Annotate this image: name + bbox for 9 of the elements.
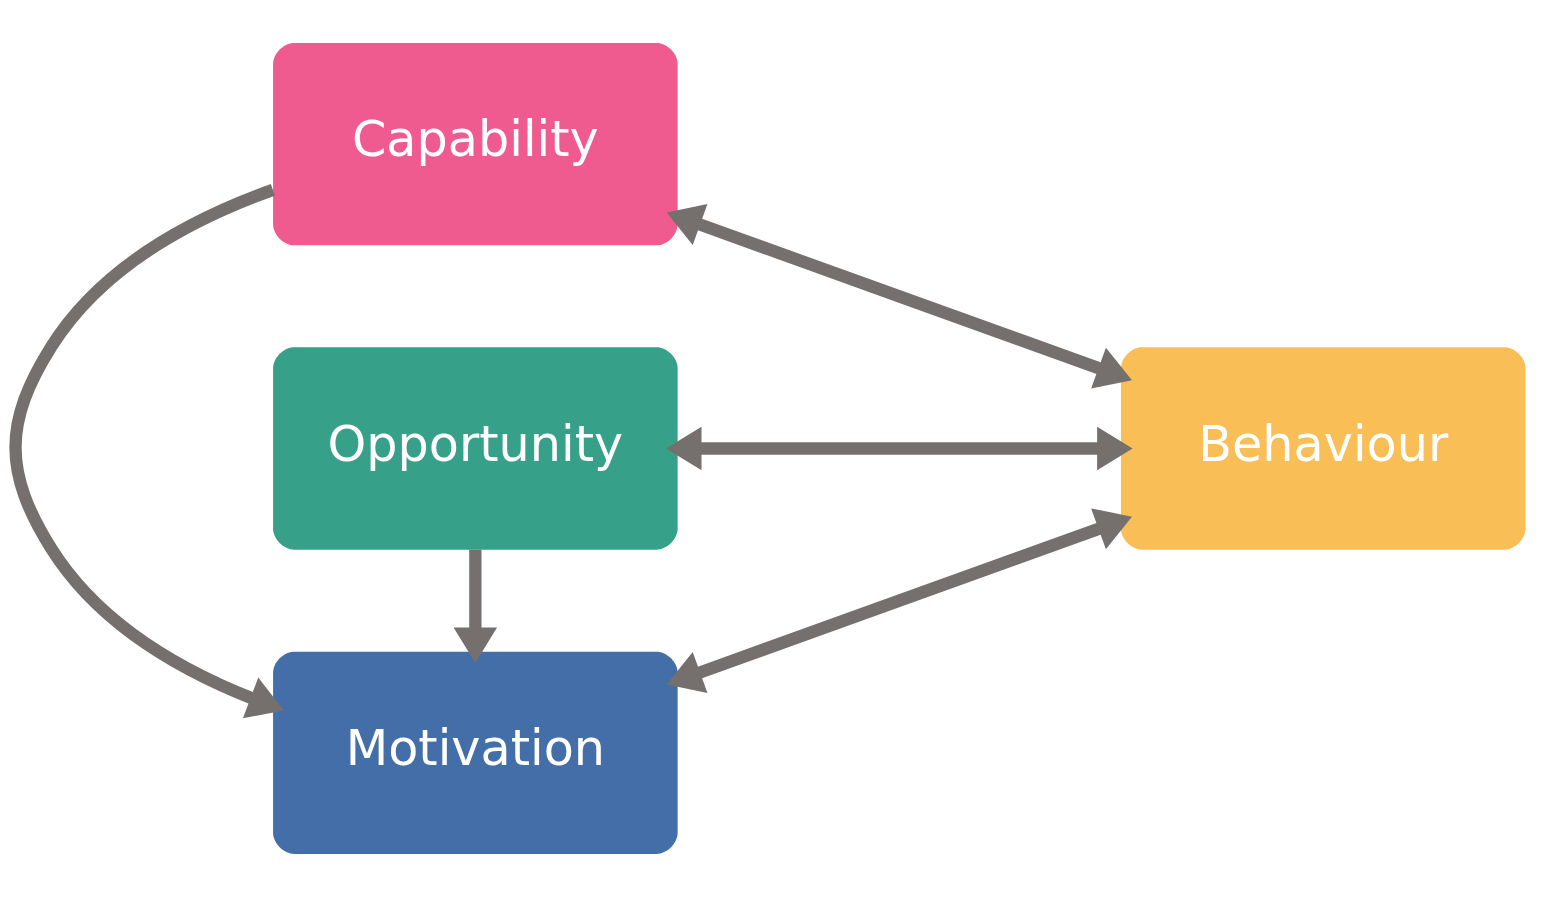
arrow [665, 426, 1133, 471]
node-box: Behaviour [1120, 347, 1526, 550]
arrow [453, 549, 498, 663]
node-box: Motivation [273, 651, 678, 854]
arrow [666, 204, 1132, 389]
arrow [9, 184, 284, 719]
arrow [666, 508, 1132, 693]
node-box: Opportunity [273, 347, 678, 550]
node-box: Capability [273, 43, 678, 246]
